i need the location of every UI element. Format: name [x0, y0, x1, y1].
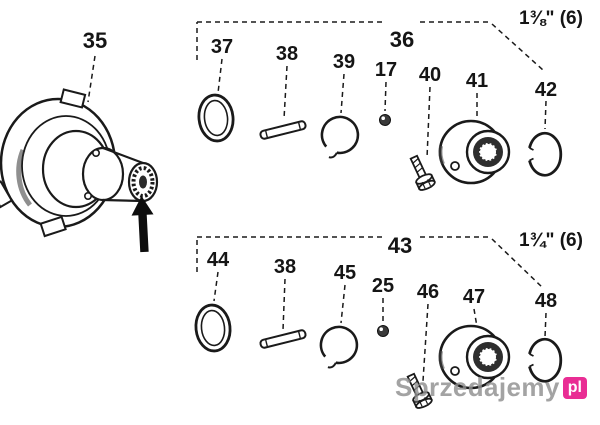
part-label-38-bottom: 38 [274, 256, 296, 278]
part-label-17: 17 [375, 59, 397, 81]
part-42-ring-drawing [528, 131, 563, 177]
size-label-top: 1⅜" (6) [519, 8, 583, 29]
watermark-site-text: Sprzedajemy [394, 372, 560, 402]
part-17-ball-drawing [379, 114, 391, 126]
part-44-oring-drawing [192, 301, 234, 355]
part-label-47: 47 [463, 286, 485, 308]
part-label-35: 35 [83, 28, 107, 53]
kit-label-36: 36 [390, 27, 414, 52]
part-label-46: 46 [417, 281, 439, 303]
part-label-41: 41 [466, 70, 488, 92]
watermark: Sprzedajemy pl [395, 372, 587, 403]
part-38-pin-drawing-bottom [258, 328, 308, 350]
flange-notches [0, 88, 87, 238]
part-label-40: 40 [419, 64, 441, 86]
part-label-45: 45 [334, 262, 356, 284]
part-41-collar-drawing [438, 119, 511, 185]
pointer-arrow-icon [131, 196, 154, 253]
kit-label-43: 43 [388, 233, 412, 258]
leader-lines [87, 21, 547, 382]
part-label-38-top: 38 [276, 43, 298, 65]
size-label-bottom: 1¾" (6) [519, 230, 583, 251]
part-label-42: 42 [535, 79, 557, 101]
watermark-tld-badge: pl [562, 376, 587, 399]
flange-hub-assembly-drawing [0, 88, 159, 238]
part-label-48: 48 [535, 290, 557, 312]
part-40-bolt-drawing [405, 152, 437, 193]
part-label-37: 37 [211, 36, 233, 58]
part-25-ball-drawing [377, 325, 389, 337]
part-37-oring-drawing [195, 91, 237, 145]
part-label-25: 25 [372, 275, 394, 297]
part-label-44: 44 [207, 249, 230, 271]
part-39-snapring-drawing [320, 115, 360, 159]
part-38-pin-drawing-top [258, 119, 308, 141]
part-45-snapring-drawing [319, 325, 359, 369]
part-label-39: 39 [333, 51, 355, 73]
